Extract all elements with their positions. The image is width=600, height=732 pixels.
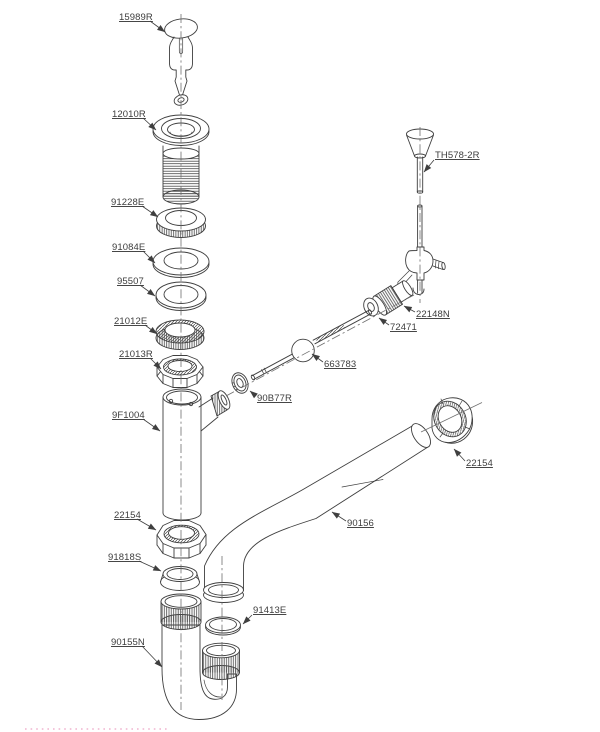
part-number-95507: 95507 [117,276,144,287]
part-coupling-22148N [372,280,414,316]
label-91413E: 91413E [242,605,286,625]
part-number-21013R: 21013R [119,349,153,360]
part-outlet-pipe-90156 [203,423,431,603]
part-slipnut-22154-left [156,520,207,559]
label-91818S: 91818S [108,552,162,572]
label-95507: 95507 [117,276,156,297]
part-locknut-21013R [156,355,204,388]
part-number-91413E: 91413E [253,605,286,616]
label-91228E: 91228E [111,197,159,218]
part-number-9F1004: 9F1004 [112,410,145,421]
label-91084E: 91084E [112,242,156,264]
label-9F1004: 9F1004 [112,410,161,432]
label-12010R: 12010R [112,109,157,131]
label-21013R: 21013R [119,349,162,370]
part-number-90155N: 90155N [111,637,145,648]
label-90B77R: 90B77R [249,390,292,404]
part-number-663783: 663783 [324,359,356,370]
part-number-91084E: 91084E [112,242,145,253]
label-21012E: 21012E [114,316,158,335]
part-number-90156: 90156 [347,518,374,529]
part-number-21012E: 21012E [114,316,147,327]
part-number-TH578-2R: TH578-2R [435,150,480,161]
label-TH578-2R: TH578-2R [423,150,480,173]
part-number-91818S: 91818S [108,552,141,563]
part-ball-rod-663783 [250,309,372,381]
label-72471: 72471 [378,317,417,333]
part-number-15989R: 15989R [119,12,153,23]
part-slipnut-22154-right [420,397,483,444]
labels: 15989R 12010R 91228E 91084E 95507 21012E… [108,12,493,668]
part-number-22148N: 22148N [416,309,450,320]
part-number-22154-left: 22154 [114,510,141,521]
part-washer-91818S [160,566,200,591]
part-washer-91413E [205,616,241,636]
part-number-22154-right: 22154 [466,458,493,469]
part-washer-90B77R [231,372,249,394]
part-number-90B77R: 90B77R [257,393,292,404]
label-22154-left: 22154 [114,510,157,531]
label-22154-right: 22154 [453,448,493,469]
centerlines [180,14,421,710]
label-663783: 663783 [311,353,356,370]
part-drain-body-9F1004 [162,388,231,521]
label-15989R: 15989R [119,12,166,33]
part-number-91228E: 91228E [111,197,144,208]
part-trap-90155N [160,593,240,720]
part-washer-21012E [155,319,205,350]
label-22148N: 22148N [403,305,450,320]
part-number-12010R: 12010R [112,109,146,120]
label-90156: 90156 [331,511,374,529]
part-number-72471: 72471 [390,322,417,333]
label-90155N: 90155N [111,637,163,668]
part-clevis-rod [397,204,446,295]
